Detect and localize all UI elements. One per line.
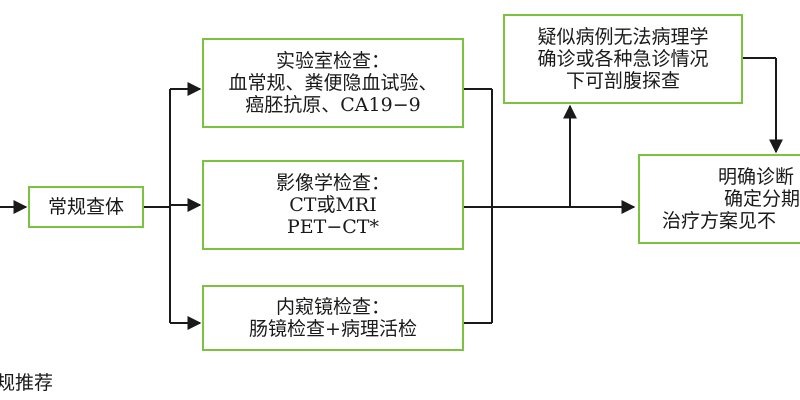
footnote-text: 规推荐 [0,372,54,394]
endoscopy-node: 内窥镜检查： 肠镜检查+病理活检 [202,285,464,351]
imaging-line-1: CT或MRI [289,194,377,216]
imaging-line-2: PET−CT* [287,216,379,238]
lab-line-1: 血常规、粪便隐血试验、 [228,72,438,94]
imaging-node: 影像学检查： CT或MRI PET−CT* [202,160,464,250]
imaging-title: 影像学检查： [275,172,390,194]
endoscopy-line-1: 肠镜检查+病理活检 [249,318,417,340]
exam-node: 常规查体 [28,186,144,228]
lab-line-2: 癌胚抗原、CA19−9 [245,94,421,116]
surgery-line-2: 确诊或各种急诊情况 [537,48,709,70]
diagnosis-line-3: 治疗方案见不 [662,210,777,232]
surgery-line-1: 疑似病例无法病理学 [537,26,709,48]
lab-title: 实验室检查： [275,50,390,72]
surgery-line-3: 下可剖腹探查 [565,70,680,92]
diagnosis-line-1: 明确诊断 [718,166,795,188]
exam-label: 常规查体 [47,196,124,218]
surgery-node: 疑似病例无法病理学 确诊或各种急诊情况 下可剖腹探查 [503,14,743,104]
diagnosis-node: 明确诊断 确定分期 治疗方案见不 [638,154,800,244]
lab-node: 实验室检查： 血常规、粪便隐血试验、 癌胚抗原、CA19−9 [202,38,464,128]
diagnosis-line-2: 确定分期 [724,188,800,210]
endoscopy-title: 内窥镜检查： [275,296,390,318]
